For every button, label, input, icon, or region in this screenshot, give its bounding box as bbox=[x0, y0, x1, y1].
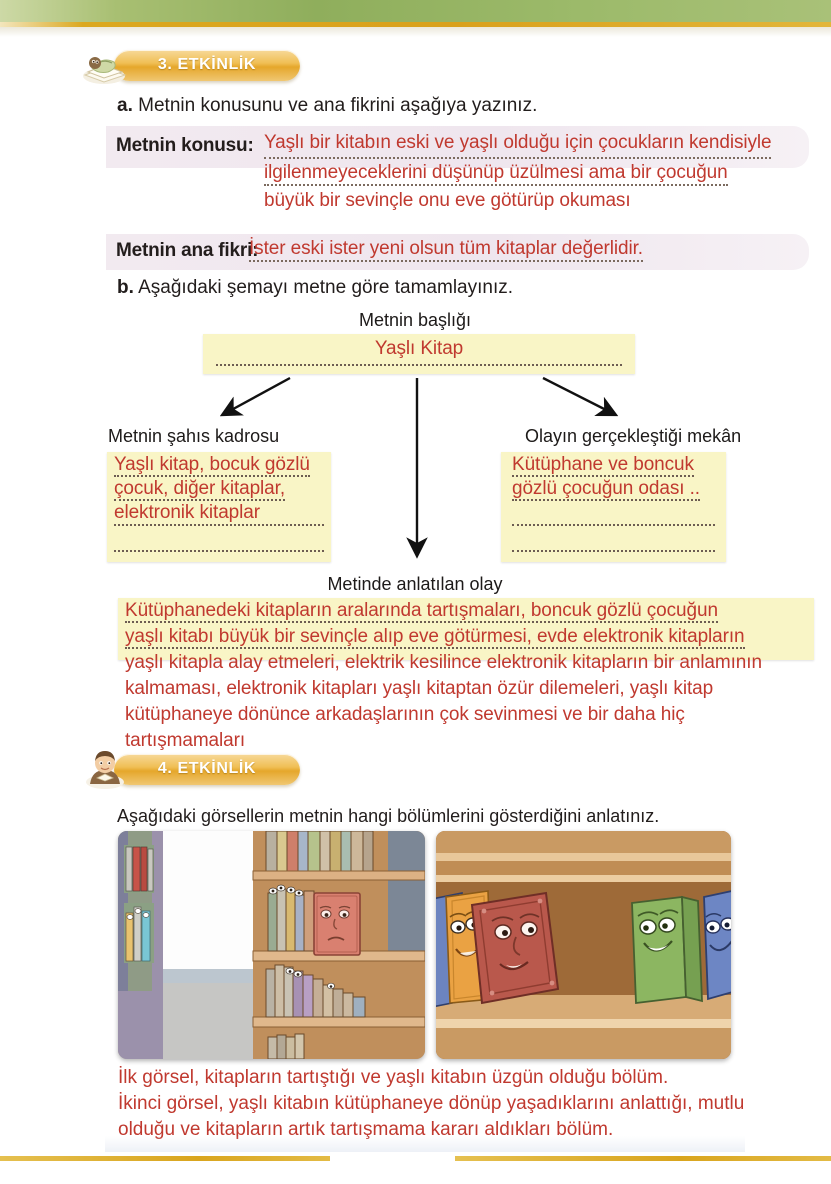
subject-label: Metnin konusu: bbox=[116, 135, 254, 156]
answer-line-1: İlk görsel, kitapların tartıştığı ve yaş… bbox=[118, 1067, 669, 1088]
illustration-right bbox=[436, 831, 731, 1059]
diagram-bottom-label: Metinde anlatılan olay bbox=[327, 574, 503, 594]
page-bottom-shadow bbox=[105, 1136, 745, 1152]
activity-4-answer: İlk görsel, kitapların tartıştığı ve yaş… bbox=[118, 1065, 818, 1143]
diagram-right-dotline-2 bbox=[512, 550, 715, 552]
activity-3-question-b: b. Aşağıdaki şemayı metne göre tamamlayı… bbox=[117, 277, 513, 299]
subject-answer-line-2: ilgilenmeyeceklerini düşünüp üzülmesi am… bbox=[264, 162, 728, 186]
diagram-bottom-answer: Kütüphanedeki kitapların aralarında tart… bbox=[125, 600, 762, 751]
diagram-bottom-box bbox=[118, 598, 814, 660]
page-top-band bbox=[0, 0, 831, 27]
diagram-right-label: Olayın gerçekleştiği mekân bbox=[525, 426, 742, 446]
book-mascot-icon bbox=[82, 44, 128, 86]
activity-4-header: 4. ETKİNLİK bbox=[82, 748, 300, 790]
main-idea-label: Metnin ana fikri: bbox=[116, 240, 259, 261]
diagram-title-box bbox=[203, 334, 635, 374]
main-idea-answer: İster eski ister yeni olsun tüm kitaplar… bbox=[249, 236, 809, 262]
page-bottom-bar-left bbox=[0, 1156, 330, 1161]
diagram-left-dotline-1 bbox=[114, 524, 324, 526]
main-idea-field-background bbox=[106, 234, 809, 270]
activity-3-question-a: a. Metnin konusunu ve ana fikrini aşağıy… bbox=[117, 95, 537, 117]
question-b-text: Aşağıdaki şemayı metne göre tamamlayınız… bbox=[138, 277, 514, 298]
activity-3-badge: 3. ETKİNLİK bbox=[114, 49, 300, 81]
diagram-right-answer: Kütüphane ve boncuk gözlü çocuğun odası … bbox=[512, 454, 700, 501]
diagram-left-label: Metnin şahıs kadrosu bbox=[108, 426, 280, 446]
activity-4-instruction: Aşağıdaki görsellerin metnin hangi bölüm… bbox=[117, 806, 660, 826]
diagram-title-label: Metnin başlığı bbox=[358, 310, 472, 330]
diagram-right-dotline-1 bbox=[512, 524, 715, 526]
subject-answer-line-1: Yaşlı bir kitabın eski ve yaşlı olduğu i… bbox=[264, 130, 772, 159]
activity-3-header: 3. ETKİNLİK bbox=[82, 44, 300, 86]
question-a-text: Metnin konusunu ve ana fikrini aşağıya y… bbox=[138, 95, 538, 116]
answer-line-2: İkinci görsel, yaşlı kitabın kütüphaneye… bbox=[118, 1093, 745, 1114]
diagram-left-dotline-2 bbox=[114, 550, 324, 552]
subject-field-background bbox=[106, 126, 809, 168]
activity-4-badge: 4. ETKİNLİK bbox=[114, 753, 300, 785]
page-bottom-bar-right bbox=[455, 1156, 831, 1161]
diagram-left-answer: Yaşlı kitap, bocuk gözlü çocuk, diğer ki… bbox=[114, 454, 310, 523]
page-top-shadow bbox=[0, 27, 831, 37]
diagram-left-box bbox=[107, 452, 331, 562]
diagram-right-box bbox=[501, 452, 726, 562]
question-b-prefix: b. bbox=[117, 277, 134, 298]
girl-mascot-icon bbox=[82, 748, 128, 790]
subject-answer: Yaşlı bir kitabın eski ve yaşlı olduğu i… bbox=[264, 130, 809, 215]
illustration-left bbox=[118, 831, 425, 1059]
diagram-title-answer: Yaşlı Kitap bbox=[374, 338, 464, 359]
subject-answer-line-3: büyük bir sevinçle onu eve götürüp okuma… bbox=[264, 190, 631, 211]
answer-line-3: olduğu ve kitapların artık tartışmama ka… bbox=[118, 1119, 614, 1140]
question-a-prefix: a. bbox=[117, 95, 133, 116]
diagram-title-dotline bbox=[216, 364, 622, 366]
